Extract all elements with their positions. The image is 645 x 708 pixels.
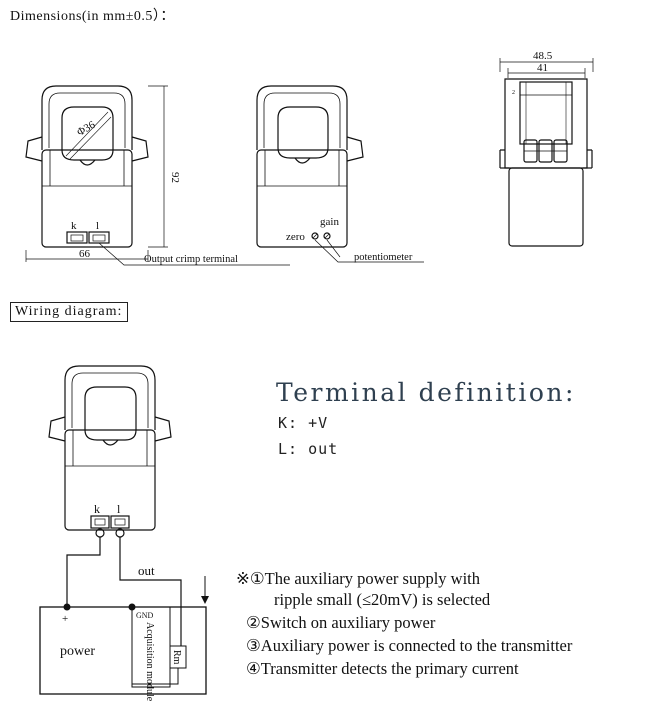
power-label: power bbox=[60, 644, 95, 659]
gnd-label: GND bbox=[136, 611, 154, 620]
out-label: out bbox=[138, 563, 155, 578]
wiring-k-label: k bbox=[94, 502, 100, 516]
terminal-l-label: l bbox=[96, 220, 99, 232]
front-view bbox=[25, 85, 290, 266]
terminal-l-definition: L: out bbox=[278, 440, 339, 458]
wiring-diagram-title: Wiring diagram: bbox=[10, 302, 129, 322]
side-view bbox=[499, 58, 594, 247]
diameter-label: Φ36 bbox=[75, 119, 98, 139]
back-view bbox=[256, 85, 424, 263]
note-1: ※①The auxiliary power supply with bbox=[236, 569, 480, 588]
zero-label: zero bbox=[286, 231, 305, 243]
note-1-continued: ripple small (≤20mV) is selected bbox=[274, 590, 491, 609]
dimensions-title: Dimensions(in mm±0.5）： bbox=[10, 9, 175, 24]
note-2: ②Switch on auxiliary power bbox=[246, 613, 436, 632]
gain-label: gain bbox=[320, 216, 339, 228]
plus-label: + bbox=[62, 613, 68, 625]
terminal-definition-title: Terminal definition: bbox=[276, 378, 576, 407]
side-small-label: 2 bbox=[512, 90, 515, 96]
side-inner-label: 41 bbox=[537, 62, 548, 74]
note-4: ④Transmitter detects the primary current bbox=[246, 659, 519, 678]
side-outer-label: 48.5 bbox=[533, 50, 553, 62]
note-3: ③Auxiliary power is connected to the tra… bbox=[246, 636, 573, 655]
wiring-l-label: l bbox=[117, 502, 121, 516]
potentiometer-label: potentiometer bbox=[354, 252, 413, 263]
height-label: 92 bbox=[169, 172, 181, 183]
rm-label: Rm bbox=[171, 650, 182, 665]
width-label: 66 bbox=[79, 248, 91, 260]
junction-dot-plus bbox=[63, 603, 71, 611]
output-terminal-label: Output crimp terminal bbox=[144, 254, 238, 265]
wiring-sensor bbox=[48, 365, 172, 538]
junction-dot-gnd bbox=[128, 603, 136, 611]
terminal-k-definition: K: +V bbox=[278, 414, 329, 432]
acquisition-module-label: Acquisition module bbox=[144, 622, 155, 702]
terminal-k-label: k bbox=[71, 220, 77, 232]
wiring-circuit bbox=[39, 537, 209, 695]
